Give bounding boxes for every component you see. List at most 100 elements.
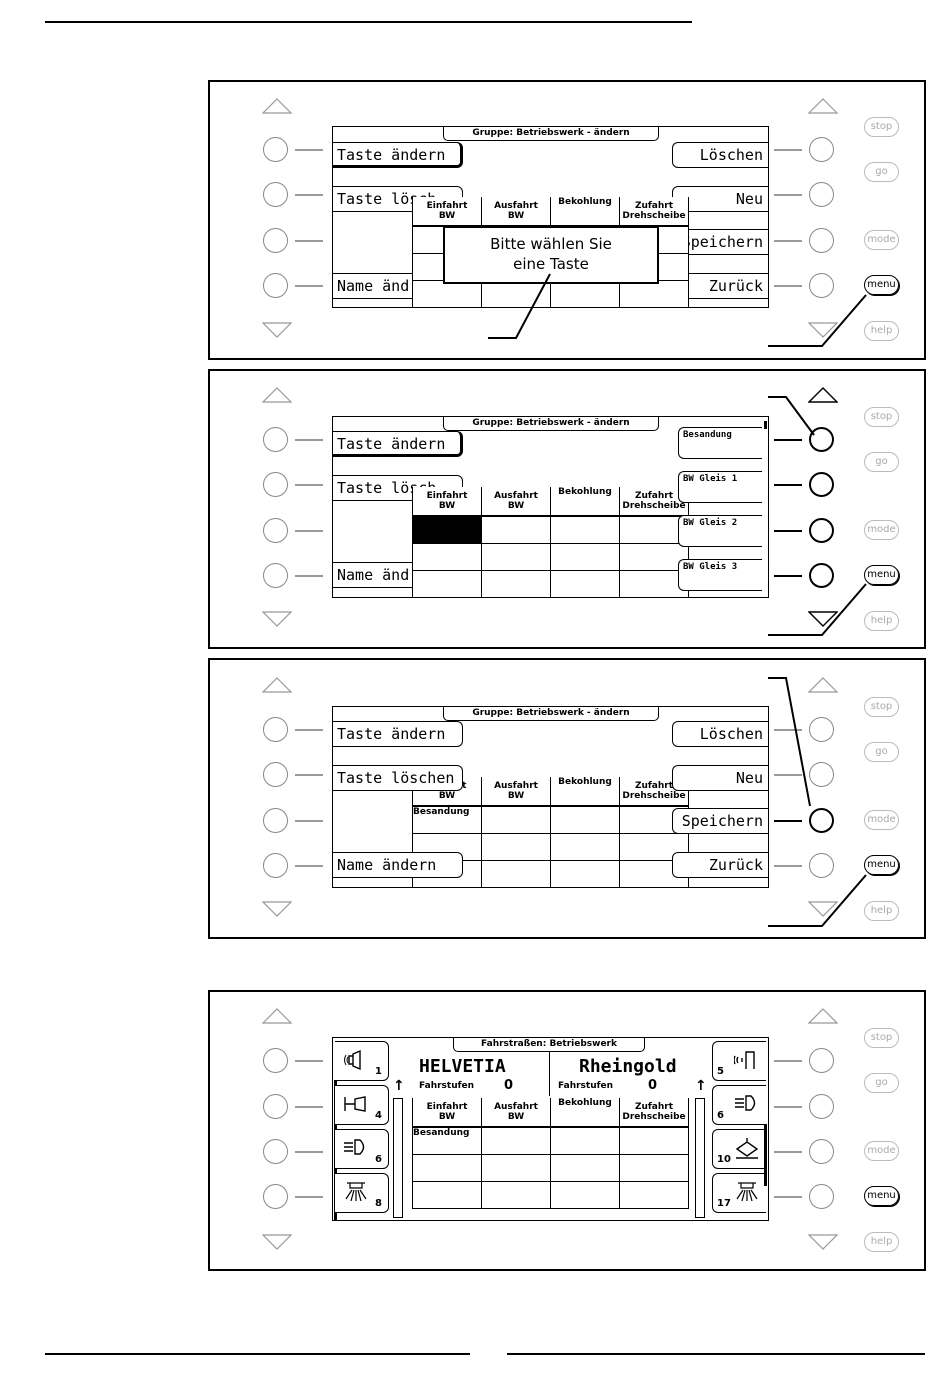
table-cell[interactable] xyxy=(412,543,482,571)
table-cell[interactable] xyxy=(481,833,551,861)
zurueck-key[interactable]: Zurück xyxy=(672,852,768,878)
go-button[interactable]: go xyxy=(864,742,899,762)
loeschen-key[interactable]: Löschen xyxy=(672,721,768,747)
left-softkey-1[interactable] xyxy=(263,1048,288,1073)
bw-gleis-3-option[interactable]: BW Gleis 3 xyxy=(678,559,762,591)
table-cell[interactable] xyxy=(619,570,689,597)
table-cell[interactable] xyxy=(481,806,551,834)
up-arrow-icon[interactable] xyxy=(262,677,292,693)
mode-button[interactable]: mode xyxy=(864,230,899,250)
left-softkey-3[interactable] xyxy=(263,228,288,253)
table-cell[interactable] xyxy=(550,516,620,544)
table-cell[interactable] xyxy=(481,516,551,544)
up-arrow-icon[interactable] xyxy=(262,387,292,403)
left-softkey-2[interactable] xyxy=(263,1094,288,1119)
down-arrow-icon[interactable] xyxy=(808,1234,838,1250)
right-softkey-3[interactable] xyxy=(809,1139,834,1164)
down-arrow-icon[interactable] xyxy=(808,322,838,338)
table-cell[interactable]: Besandung xyxy=(412,806,482,834)
loeschen-key[interactable]: Löschen xyxy=(672,142,768,168)
right-softkey-2[interactable] xyxy=(809,762,834,787)
table-cell[interactable] xyxy=(550,543,620,571)
name-aendern-key[interactable]: Name ändern xyxy=(333,852,463,878)
taste-aendern-key[interactable]: Taste ändern xyxy=(333,142,463,168)
right-softkey-3[interactable] xyxy=(809,808,834,833)
table-cell[interactable] xyxy=(550,1127,620,1155)
table-cell[interactable]: Besandung xyxy=(412,1127,482,1155)
right-softkey-4[interactable] xyxy=(809,1184,834,1209)
table-cell[interactable] xyxy=(412,1181,482,1209)
table-cell[interactable] xyxy=(619,543,689,571)
table-cell[interactable] xyxy=(481,1127,551,1155)
down-arrow-icon[interactable] xyxy=(808,901,838,917)
neu-key[interactable]: Neu xyxy=(672,765,768,791)
up-arrow-icon[interactable] xyxy=(808,98,838,114)
table-cell[interactable] xyxy=(481,1181,551,1209)
scrollbar[interactable] xyxy=(764,421,767,429)
right-softkey-3[interactable] xyxy=(809,228,834,253)
right-softkey-1[interactable] xyxy=(809,1048,834,1073)
right-softkey-4[interactable] xyxy=(809,853,834,878)
stop-button[interactable]: stop xyxy=(864,117,899,137)
function-key-1[interactable]: 1 xyxy=(335,1041,389,1081)
help-button[interactable]: help xyxy=(864,901,899,921)
menu-button[interactable]: menu xyxy=(864,1186,899,1206)
table-cell[interactable] xyxy=(550,570,620,597)
go-button[interactable]: go xyxy=(864,1073,899,1093)
table-cell[interactable] xyxy=(619,280,689,307)
up-arrow-icon[interactable] xyxy=(808,1008,838,1024)
besandung-option[interactable]: Besandung xyxy=(678,427,762,459)
function-key-17[interactable]: 17 xyxy=(712,1173,766,1213)
right-softkey-4[interactable] xyxy=(809,563,834,588)
left-softkey-4[interactable] xyxy=(263,273,288,298)
menu-button[interactable]: menu xyxy=(864,565,899,585)
help-button[interactable]: help xyxy=(864,611,899,631)
table-cell[interactable] xyxy=(481,543,551,571)
stop-button[interactable]: stop xyxy=(864,1028,899,1048)
table-cell[interactable] xyxy=(481,860,551,887)
selected-cell[interactable] xyxy=(412,516,482,544)
taste-loeschen-key[interactable]: Taste löschen xyxy=(333,765,463,791)
function-key-6-right[interactable]: 6 xyxy=(712,1085,766,1125)
bw-gleis-2-option[interactable]: BW Gleis 2 xyxy=(678,515,762,547)
menu-button[interactable]: menu xyxy=(864,275,899,295)
left-softkey-3[interactable] xyxy=(263,808,288,833)
right-softkey-1[interactable] xyxy=(809,427,834,452)
up-arrow-icon[interactable] xyxy=(262,1008,292,1024)
table-cell[interactable] xyxy=(619,1127,689,1155)
down-arrow-icon[interactable] xyxy=(262,901,292,917)
table-cell[interactable] xyxy=(550,1154,620,1182)
menu-button[interactable]: menu xyxy=(864,855,899,875)
table-cell[interactable] xyxy=(412,1154,482,1182)
down-arrow-icon[interactable] xyxy=(262,322,292,338)
taste-aendern-key[interactable]: Taste ändern xyxy=(333,721,463,747)
left-softkey-4[interactable] xyxy=(263,853,288,878)
mode-button[interactable]: mode xyxy=(864,810,899,830)
mode-button[interactable]: mode xyxy=(864,1141,899,1161)
down-arrow-icon[interactable] xyxy=(262,611,292,627)
taste-aendern-key[interactable]: Taste ändern xyxy=(333,431,463,457)
up-arrow-icon[interactable] xyxy=(808,677,838,693)
up-arrow-icon[interactable] xyxy=(262,98,292,114)
right-softkey-2[interactable] xyxy=(809,1094,834,1119)
left-softkey-3[interactable] xyxy=(263,1139,288,1164)
left-softkey-1[interactable] xyxy=(263,717,288,742)
table-cell[interactable] xyxy=(412,280,482,307)
down-arrow-icon[interactable] xyxy=(262,1234,292,1250)
left-softkey-1[interactable] xyxy=(263,427,288,452)
table-cell[interactable] xyxy=(619,1181,689,1209)
table-cell[interactable] xyxy=(550,860,620,887)
left-softkey-4[interactable] xyxy=(263,563,288,588)
left-softkey-3[interactable] xyxy=(263,518,288,543)
speichern-key[interactable]: Speichern xyxy=(672,808,768,834)
table-cell[interactable] xyxy=(412,570,482,597)
help-button[interactable]: help xyxy=(864,1232,899,1252)
mode-button[interactable]: mode xyxy=(864,520,899,540)
right-softkey-2[interactable] xyxy=(809,182,834,207)
table-cell[interactable] xyxy=(481,1154,551,1182)
table-cell[interactable] xyxy=(481,570,551,597)
empty-key[interactable] xyxy=(333,808,463,834)
right-softkey-1[interactable] xyxy=(809,137,834,162)
left-softkey-2[interactable] xyxy=(263,182,288,207)
table-cell[interactable] xyxy=(550,280,620,307)
